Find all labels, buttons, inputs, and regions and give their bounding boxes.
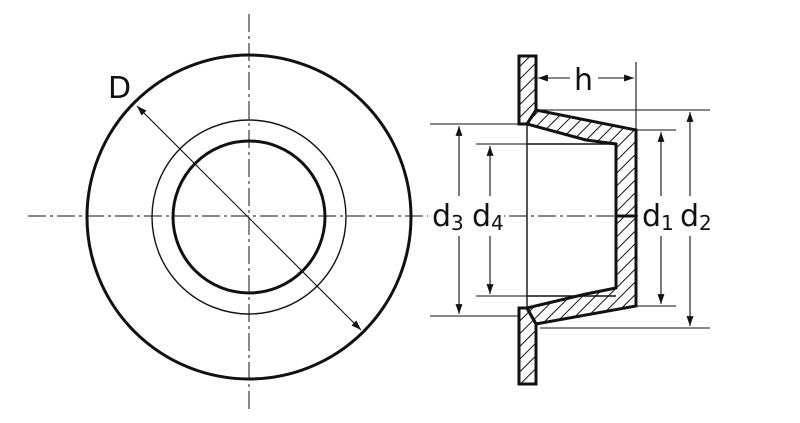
label-bg-d3-d4: [428, 196, 504, 236]
diameter-D-dimension-line: [136, 105, 362, 331]
label-d1: d1: [642, 199, 674, 235]
section-view: h d3 d4 d1 d2: [428, 54, 714, 386]
label-bg-h: [570, 64, 598, 94]
label-D: D: [108, 71, 131, 106]
label-d4: d4: [472, 199, 504, 235]
cap-wall-lower-section: [524, 214, 638, 326]
cap-wall-upper-section: [524, 108, 638, 218]
label-d3: d3: [432, 199, 464, 235]
label-bg-d1-d2: [638, 196, 714, 236]
outer-flange-circle: [85, 53, 413, 381]
label-h: h: [574, 63, 593, 98]
front-view: D: [28, 14, 470, 412]
label-d2: d2: [680, 199, 712, 235]
